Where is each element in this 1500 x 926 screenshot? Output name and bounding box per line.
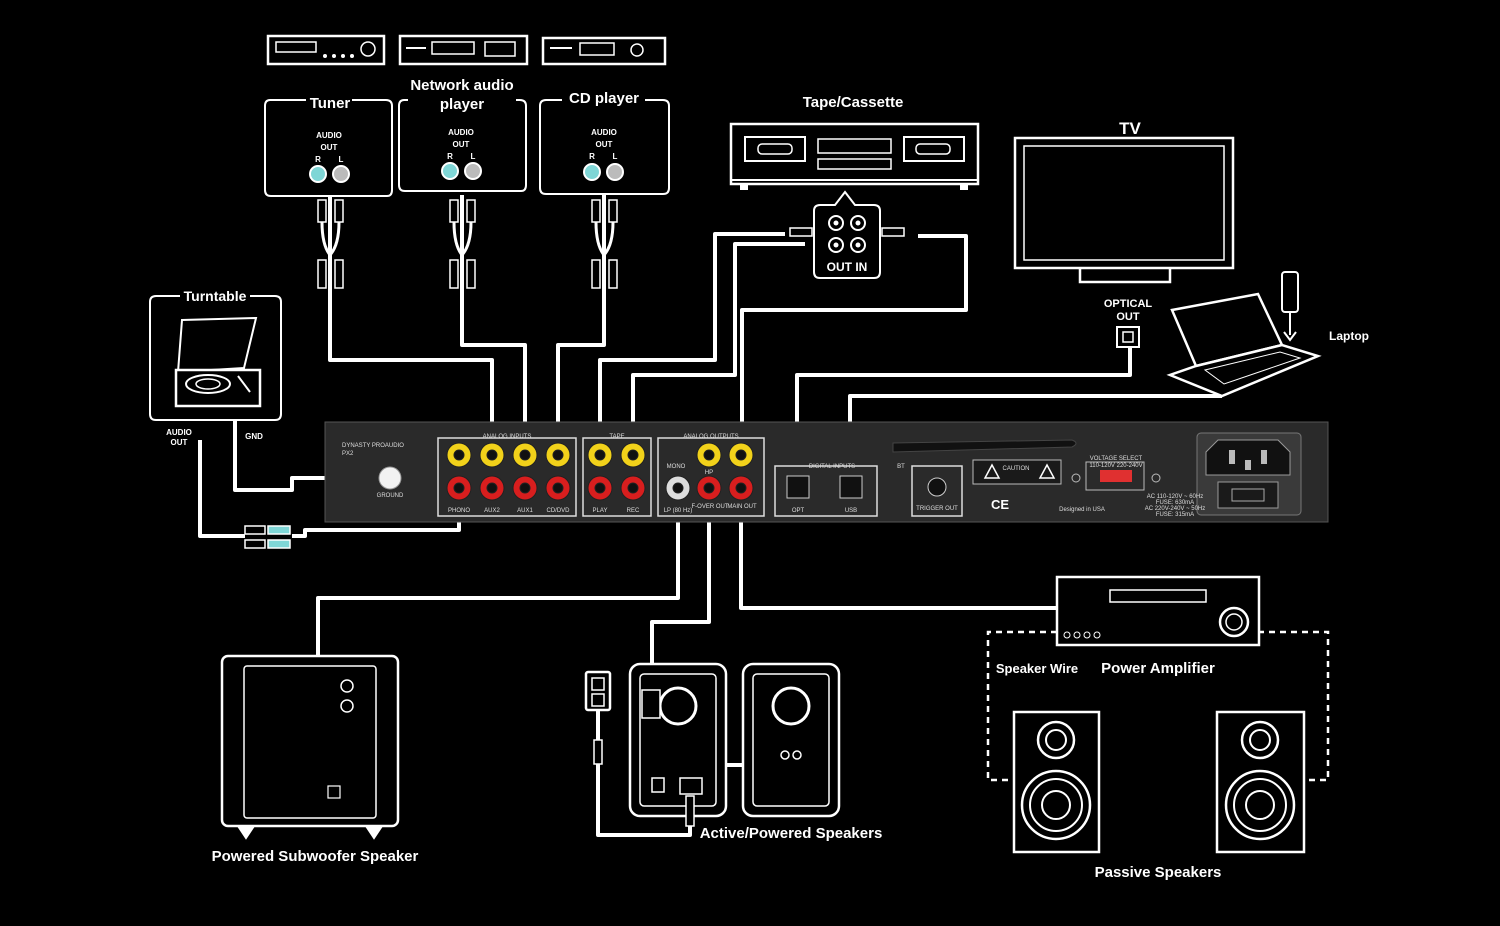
- cd-player-box: [539, 99, 670, 195]
- preamp-bt-label: BT: [897, 464, 905, 470]
- tuner-l-label: L: [339, 155, 344, 164]
- active-speaker-right: [741, 662, 841, 818]
- tape-ports-box: [789, 190, 905, 279]
- network-title-line2: player: [440, 96, 484, 113]
- preamp-ac1: AC 110-120V ~ 60Hz: [1147, 494, 1203, 500]
- active-speakers-label: Active/Powered Speakers: [700, 825, 883, 842]
- preamp-out-main: MAIN OUT: [727, 504, 757, 510]
- turntable-audio-line1: AUDIO: [166, 428, 192, 437]
- speaker-wire-lines: [986, 630, 1330, 782]
- network-out-label: OUT: [453, 140, 470, 149]
- power-amplifier-label: Power Amplifier: [1101, 660, 1215, 677]
- active-speaker-left: [628, 662, 728, 827]
- cd-r-label: R: [589, 152, 595, 161]
- subwoofer-device-icon: [220, 654, 400, 840]
- passive-speaker-left: [1012, 710, 1101, 854]
- power-amplifier-device-icon: [1055, 575, 1261, 647]
- tape-cassette-device-icon: [729, 122, 980, 190]
- tuner-audio-label: AUDIO: [316, 131, 342, 140]
- preamp-brand: DYNASTY PROAUDIO: [342, 443, 404, 449]
- tuner-r-label: R: [315, 155, 321, 164]
- preamp-model: PX2: [342, 451, 354, 457]
- signal-wires: [198, 195, 1222, 837]
- passive-speakers-label: Passive Speakers: [1095, 864, 1222, 881]
- cd-player-device-icon: [541, 36, 667, 66]
- rca-cable-plugs: [317, 199, 618, 289]
- turntable-box: [149, 295, 282, 421]
- preamp-rear-panel: [324, 421, 1329, 523]
- network-audio-label: AUDIO: [448, 128, 474, 137]
- tv-title: TV: [1119, 119, 1141, 138]
- cd-l-label: L: [613, 152, 618, 161]
- tv-device-icon: [1013, 136, 1235, 348]
- preamp-designed-label: Designed in USA: [1059, 507, 1105, 513]
- preamp-usb-label: USB: [845, 508, 857, 514]
- cd-audio-label: AUDIO: [591, 128, 617, 137]
- preamp-caution-label: CAUTION: [1003, 466, 1030, 472]
- turntable-rca-plugs: [244, 525, 291, 549]
- preamp-voltage-label: VOLTAGE SELECT: [1090, 456, 1143, 462]
- tape-title: Tape/Cassette: [803, 94, 904, 111]
- preamp-mono-label: MONO: [667, 464, 686, 470]
- passive-speaker-right: [1215, 710, 1306, 854]
- preamp-tape-rec: REC: [627, 508, 640, 514]
- tuner-device-icon: [266, 34, 386, 66]
- network-title-line1: Network audio: [410, 77, 513, 94]
- preamp-jacks: [446, 442, 754, 501]
- preamp-trigger-label: TRIGGER OUT: [916, 506, 958, 512]
- preamp-digital-inputs-label: DIGITAL INPUTS: [809, 464, 855, 470]
- preamp-input-aux2: AUX2: [484, 508, 500, 514]
- rca-cable-joins: [320, 221, 615, 310]
- turntable-audio-line2: OUT: [171, 438, 188, 447]
- turntable-title: Turntable: [184, 288, 247, 304]
- cd-out-label: OUT: [596, 140, 613, 149]
- preamp-ce-mark: CE: [991, 497, 1009, 512]
- preamp-voltage-options: 110-120V 220-240V: [1089, 463, 1142, 469]
- preamp-opt-label: OPT: [792, 508, 805, 514]
- preamp-hp-label: HP: [705, 470, 713, 476]
- preamp-fuse1: FUSE: 630mA: [1156, 500, 1194, 506]
- preamp-tape-label: TAPE: [609, 434, 624, 440]
- tuner-title: Tuner: [310, 95, 351, 112]
- network-player-device-icon: [398, 34, 529, 66]
- preamp-ac2: AC 220V-240V ~ 50Hz: [1145, 506, 1206, 512]
- speaker-wire-label: Speaker Wire: [996, 661, 1078, 676]
- preamp-analog-inputs-label: ANALOG INPUTS: [483, 434, 532, 440]
- preamp-out-fover: F-OVER OUT: [692, 504, 729, 510]
- network-r-label: R: [447, 152, 453, 161]
- tuner-out-label: OUT: [321, 143, 338, 152]
- wall-outlet-icon: [584, 670, 612, 765]
- turntable-gnd-label: GND: [245, 432, 263, 441]
- preamp-analog-outputs-label: ANALOG OUTPUTS: [683, 434, 738, 440]
- network-l-label: L: [471, 152, 476, 161]
- tape-ports-label: OUT IN: [827, 260, 868, 274]
- preamp-fuse2: FUSE: 315mA: [1156, 512, 1194, 518]
- subwoofer-label: Powered Subwoofer Speaker: [212, 848, 419, 865]
- laptop-title: Laptop: [1329, 329, 1369, 343]
- preamp-input-cd: CD/DVD: [546, 508, 570, 514]
- tv-optical-line2: OUT: [1116, 311, 1140, 323]
- tv-optical-line1: OPTICAL: [1104, 298, 1153, 310]
- network-player-box: [398, 99, 527, 192]
- cd-title: CD player: [569, 90, 639, 107]
- preamp-input-phono: PHONO: [448, 508, 470, 514]
- preamp-out-lp: LP (80 Hz): [664, 508, 693, 514]
- laptop-device-icon: [1166, 271, 1322, 398]
- preamp-tape-play: PLAY: [593, 508, 608, 514]
- preamp-ground-label: GROUND: [377, 493, 404, 499]
- preamp-input-aux1: AUX1: [517, 508, 533, 514]
- tuner-box: [264, 99, 393, 197]
